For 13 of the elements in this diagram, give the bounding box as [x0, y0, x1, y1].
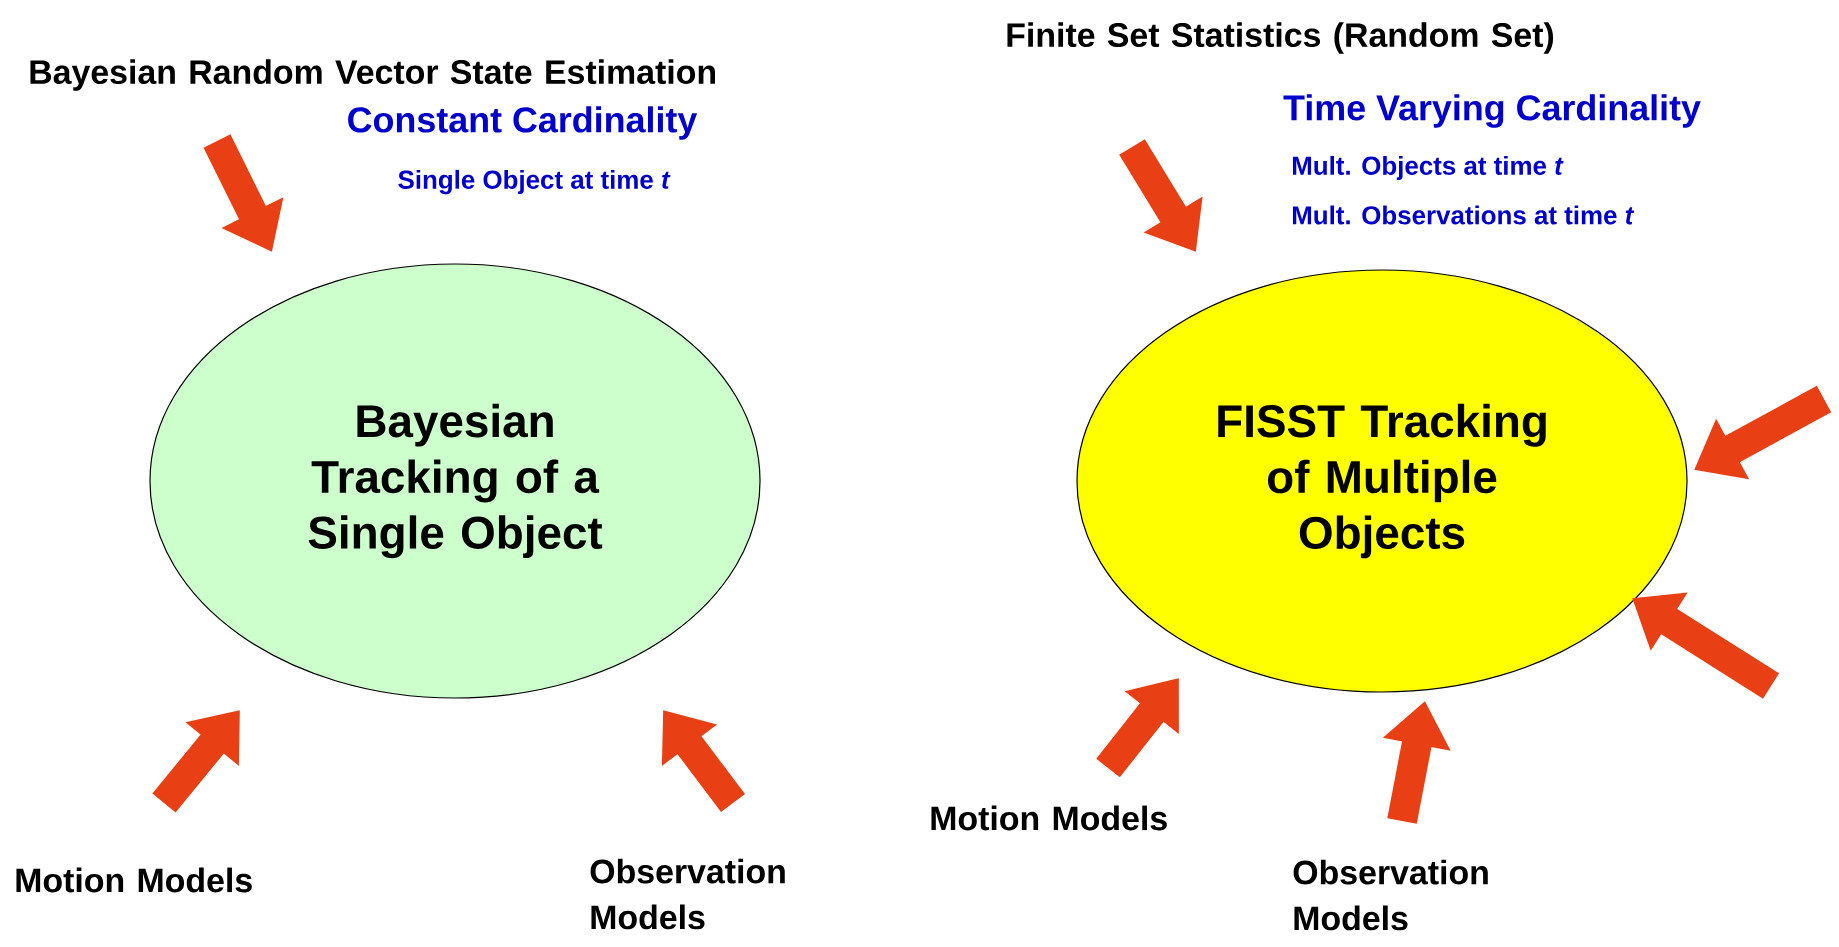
annotation-text: Constant Cardinality — [348, 106, 698, 140]
text-label: Motion Models — [931, 805, 1167, 831]
annotation-text: Single Object at time t — [398, 169, 671, 195]
annotation-text: Mult. Observations at time t — [1292, 205, 1635, 225]
text-label: Bayesian Random Vector State Estimation — [30, 59, 715, 91]
ellipse-node: Bayesian Tracking of a Single Object — [149, 263, 761, 699]
text-label: Motion Models — [16, 867, 252, 893]
text-label: Observation Models — [590, 858, 785, 930]
annotation-text: Mult. Objects at time t — [1292, 155, 1564, 181]
text-label: Observation Models — [1293, 859, 1488, 931]
annotation-text: Time Varying Cardinality — [1283, 94, 1701, 128]
text-label: Finite Set Statistics (Random Set) — [1007, 22, 1554, 54]
ellipse-node: FISST Tracking of Multiple Objects — [1076, 269, 1688, 693]
